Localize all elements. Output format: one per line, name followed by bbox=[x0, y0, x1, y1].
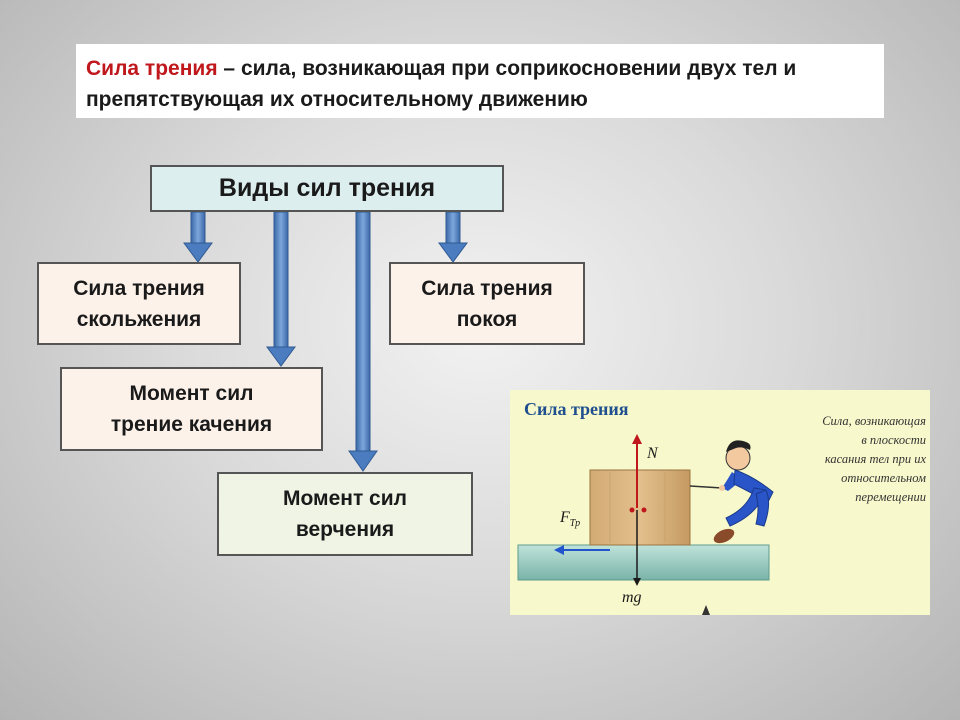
person-pulling bbox=[713, 440, 774, 544]
box-static-friction: Сила трения покоя bbox=[389, 262, 585, 345]
arrow-to-sliding bbox=[183, 211, 213, 263]
wooden-block bbox=[589, 469, 691, 546]
friction-illustration: Сила трения Сила, возникающая в плоскост… bbox=[510, 390, 930, 615]
illustration-title: Сила трения bbox=[524, 399, 629, 419]
arrow-to-rolling bbox=[266, 211, 296, 367]
label-friction-force: FТр bbox=[560, 509, 580, 529]
illustration-description: Сила, возникающая в плоскости касания те… bbox=[822, 414, 926, 504]
diagram-title: Виды сил трения bbox=[150, 165, 504, 212]
illustration-drawing bbox=[517, 434, 774, 615]
label-friction-main: F bbox=[560, 509, 570, 526]
arrow-to-static bbox=[438, 211, 468, 263]
definition-dash: – bbox=[217, 57, 241, 80]
definition-term: Сила трения bbox=[86, 57, 218, 80]
label-gravity: mg bbox=[622, 589, 642, 606]
box-sliding-friction: Сила трения скольжения bbox=[37, 262, 241, 345]
arrow-to-spinning bbox=[348, 211, 378, 472]
label-friction-sub: Тр bbox=[569, 518, 581, 530]
box-rolling-friction: Момент сил трение качения bbox=[60, 367, 323, 451]
box-spinning-friction: Момент сил верчения bbox=[217, 472, 473, 556]
definition-box: Сила трения – сила, возникающая при сопр… bbox=[76, 44, 884, 118]
label-normal-force: N bbox=[647, 445, 658, 462]
definition-text: сила, возникающая при соприкосновении дв… bbox=[86, 57, 797, 111]
